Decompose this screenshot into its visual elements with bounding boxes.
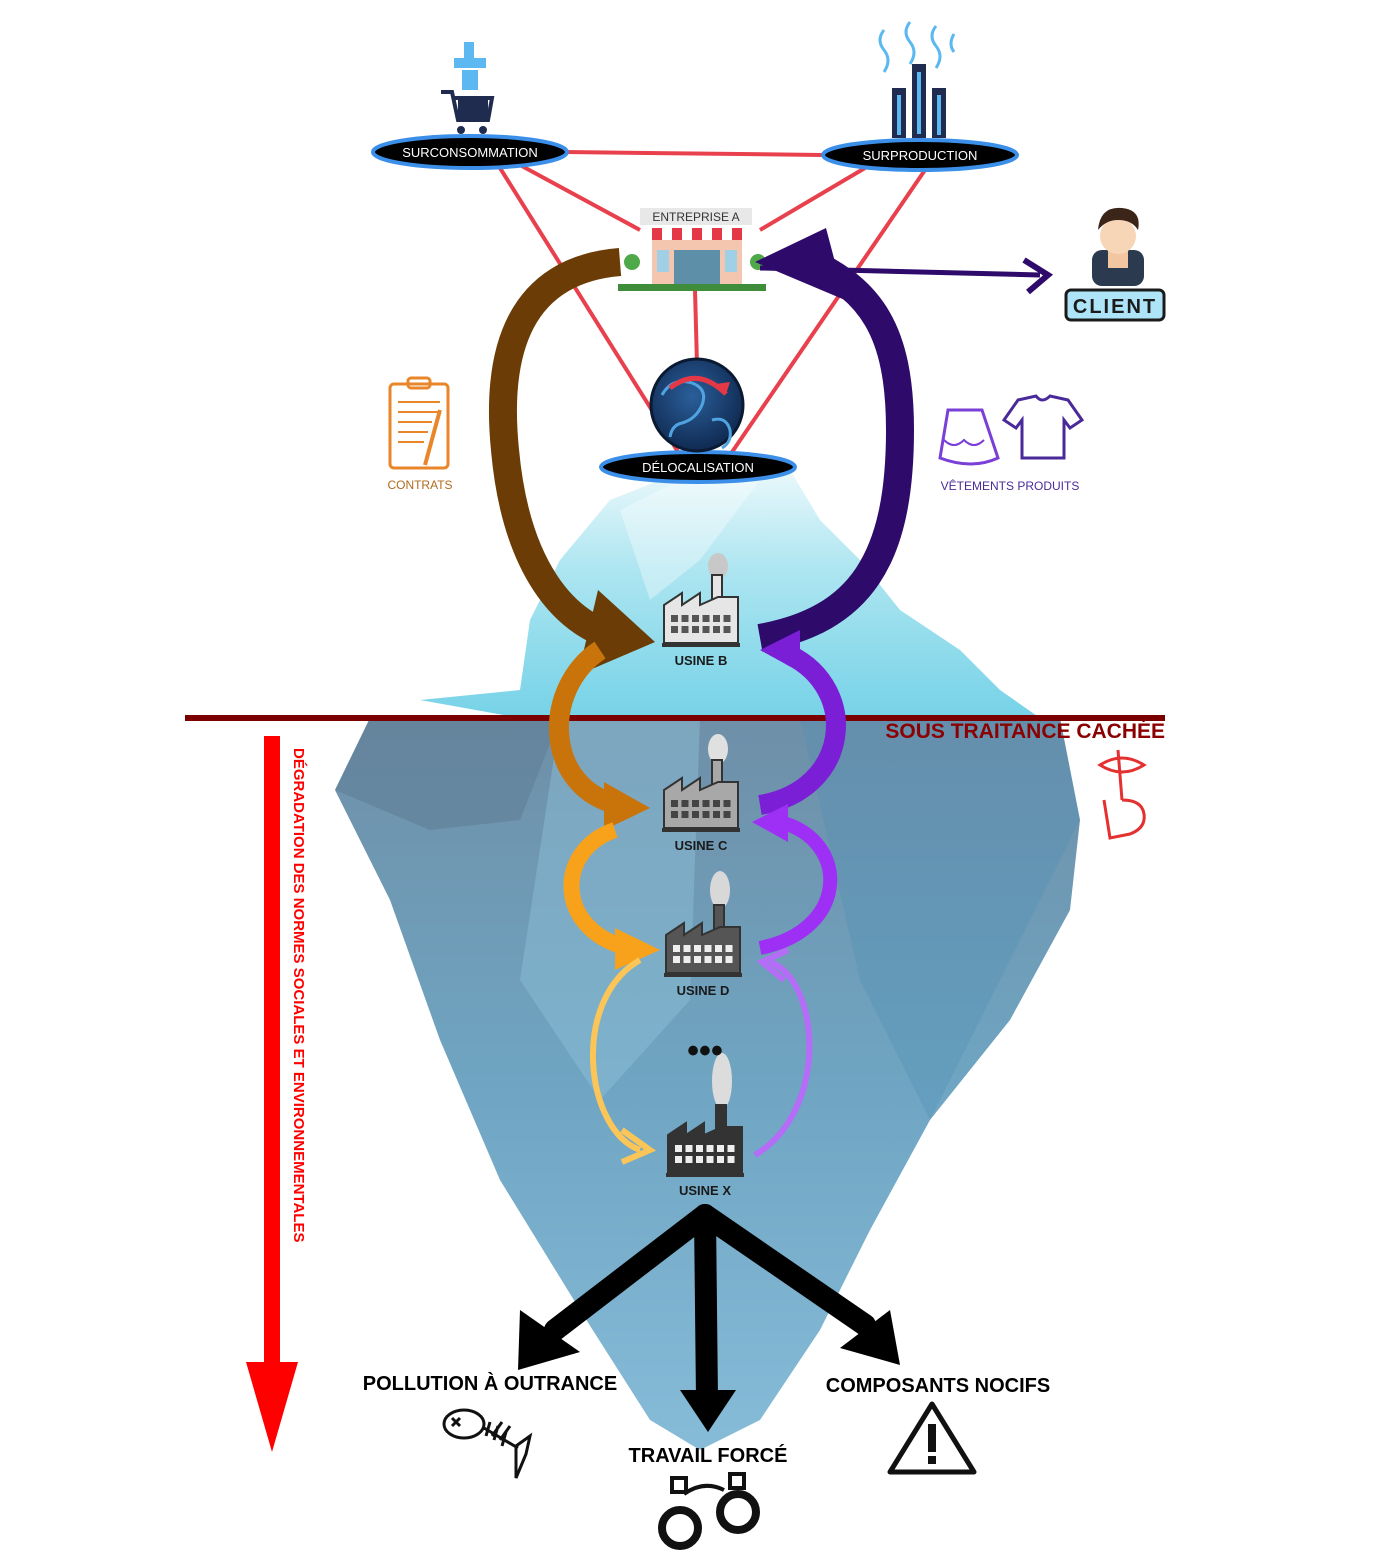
shush-icon bbox=[1097, 749, 1147, 840]
contrats-label: CONTRATS bbox=[387, 478, 452, 492]
handcuffs-icon bbox=[658, 1472, 760, 1550]
factory-usine-b: USINE B bbox=[662, 553, 740, 668]
factory-usine-d-label: USINE D bbox=[677, 983, 730, 998]
composants-label: COMPOSANTS NOCIFS bbox=[826, 1375, 1050, 1397]
globe-icon bbox=[649, 357, 745, 453]
factory-usine-b-label: USINE B bbox=[675, 653, 728, 668]
ellipsis-label: ••• bbox=[687, 1032, 723, 1070]
sous-traitance-label: SOUS TRAITANCE CACHÉE bbox=[885, 720, 1165, 743]
client-node: CLIENT bbox=[1064, 207, 1166, 322]
arrowhead-composants bbox=[840, 1310, 900, 1365]
degradation-arrow bbox=[246, 736, 298, 1452]
warning-icon bbox=[887, 1401, 977, 1475]
iceberg bbox=[335, 470, 1080, 1450]
factory-usine-x: USINE X bbox=[666, 1053, 744, 1198]
arrowhead-pollution bbox=[518, 1310, 580, 1370]
degradation-label: DÉGRADATION DES NORMES SOCIALES ET ENVIR… bbox=[290, 748, 307, 1242]
shopping-cart-icon bbox=[441, 42, 495, 134]
smokestack-icon bbox=[878, 21, 956, 138]
factory-icon bbox=[664, 871, 742, 977]
contract-icon: CONTRATS bbox=[387, 376, 453, 492]
pollution-label: POLLUTION À OUTRANCE bbox=[363, 1372, 617, 1395]
node-surproduction: SURPRODUCTION bbox=[821, 138, 1019, 172]
clothes-icon: VÊTEMENTS PRODUITS bbox=[938, 394, 1085, 493]
node-delocalisation: DÉLOCALISATION bbox=[599, 450, 797, 484]
triangle-links bbox=[498, 150, 927, 457]
vetements-label: VÊTEMENTS PRODUITS bbox=[941, 478, 1080, 493]
client-arrow bbox=[759, 257, 1054, 295]
clothes-arrow bbox=[755, 228, 915, 652]
dead-fish-icon bbox=[442, 1408, 533, 1479]
factory-usine-x-label: USINE X bbox=[679, 1183, 731, 1198]
client-label: CLIENT bbox=[1073, 296, 1157, 318]
factory-icon bbox=[666, 1053, 744, 1177]
person-icon bbox=[1092, 207, 1144, 286]
factory-usine-c-label: USINE C bbox=[675, 838, 728, 853]
surconsommation-label: SURCONSOMMATION bbox=[402, 145, 538, 160]
outcome-arrows bbox=[544, 1204, 876, 1411]
delocalisation-label: DÉLOCALISATION bbox=[642, 460, 754, 475]
node-surconsommation: SURCONSOMMATION bbox=[371, 134, 569, 170]
factory-icon bbox=[662, 734, 740, 832]
factory-chain: USINE B USINE C USINE D USINE X bbox=[662, 553, 744, 1198]
factory-usine-d: USINE D bbox=[664, 871, 742, 998]
surproduction-label: SURPRODUCTION bbox=[863, 148, 978, 163]
travail-label: TRAVAIL FORCÉ bbox=[629, 1444, 788, 1467]
iceberg-tip bbox=[420, 470, 1040, 718]
iceberg-submerged bbox=[335, 718, 1080, 1450]
arrowhead-travail bbox=[680, 1390, 736, 1432]
subcontract-arrows bbox=[548, 630, 846, 1165]
storefront-icon: ENTREPRISE A bbox=[618, 208, 766, 291]
factory-usine-c: USINE C bbox=[662, 734, 740, 853]
entreprise-label: ENTREPRISE A bbox=[652, 210, 739, 224]
factory-icon bbox=[662, 553, 740, 647]
